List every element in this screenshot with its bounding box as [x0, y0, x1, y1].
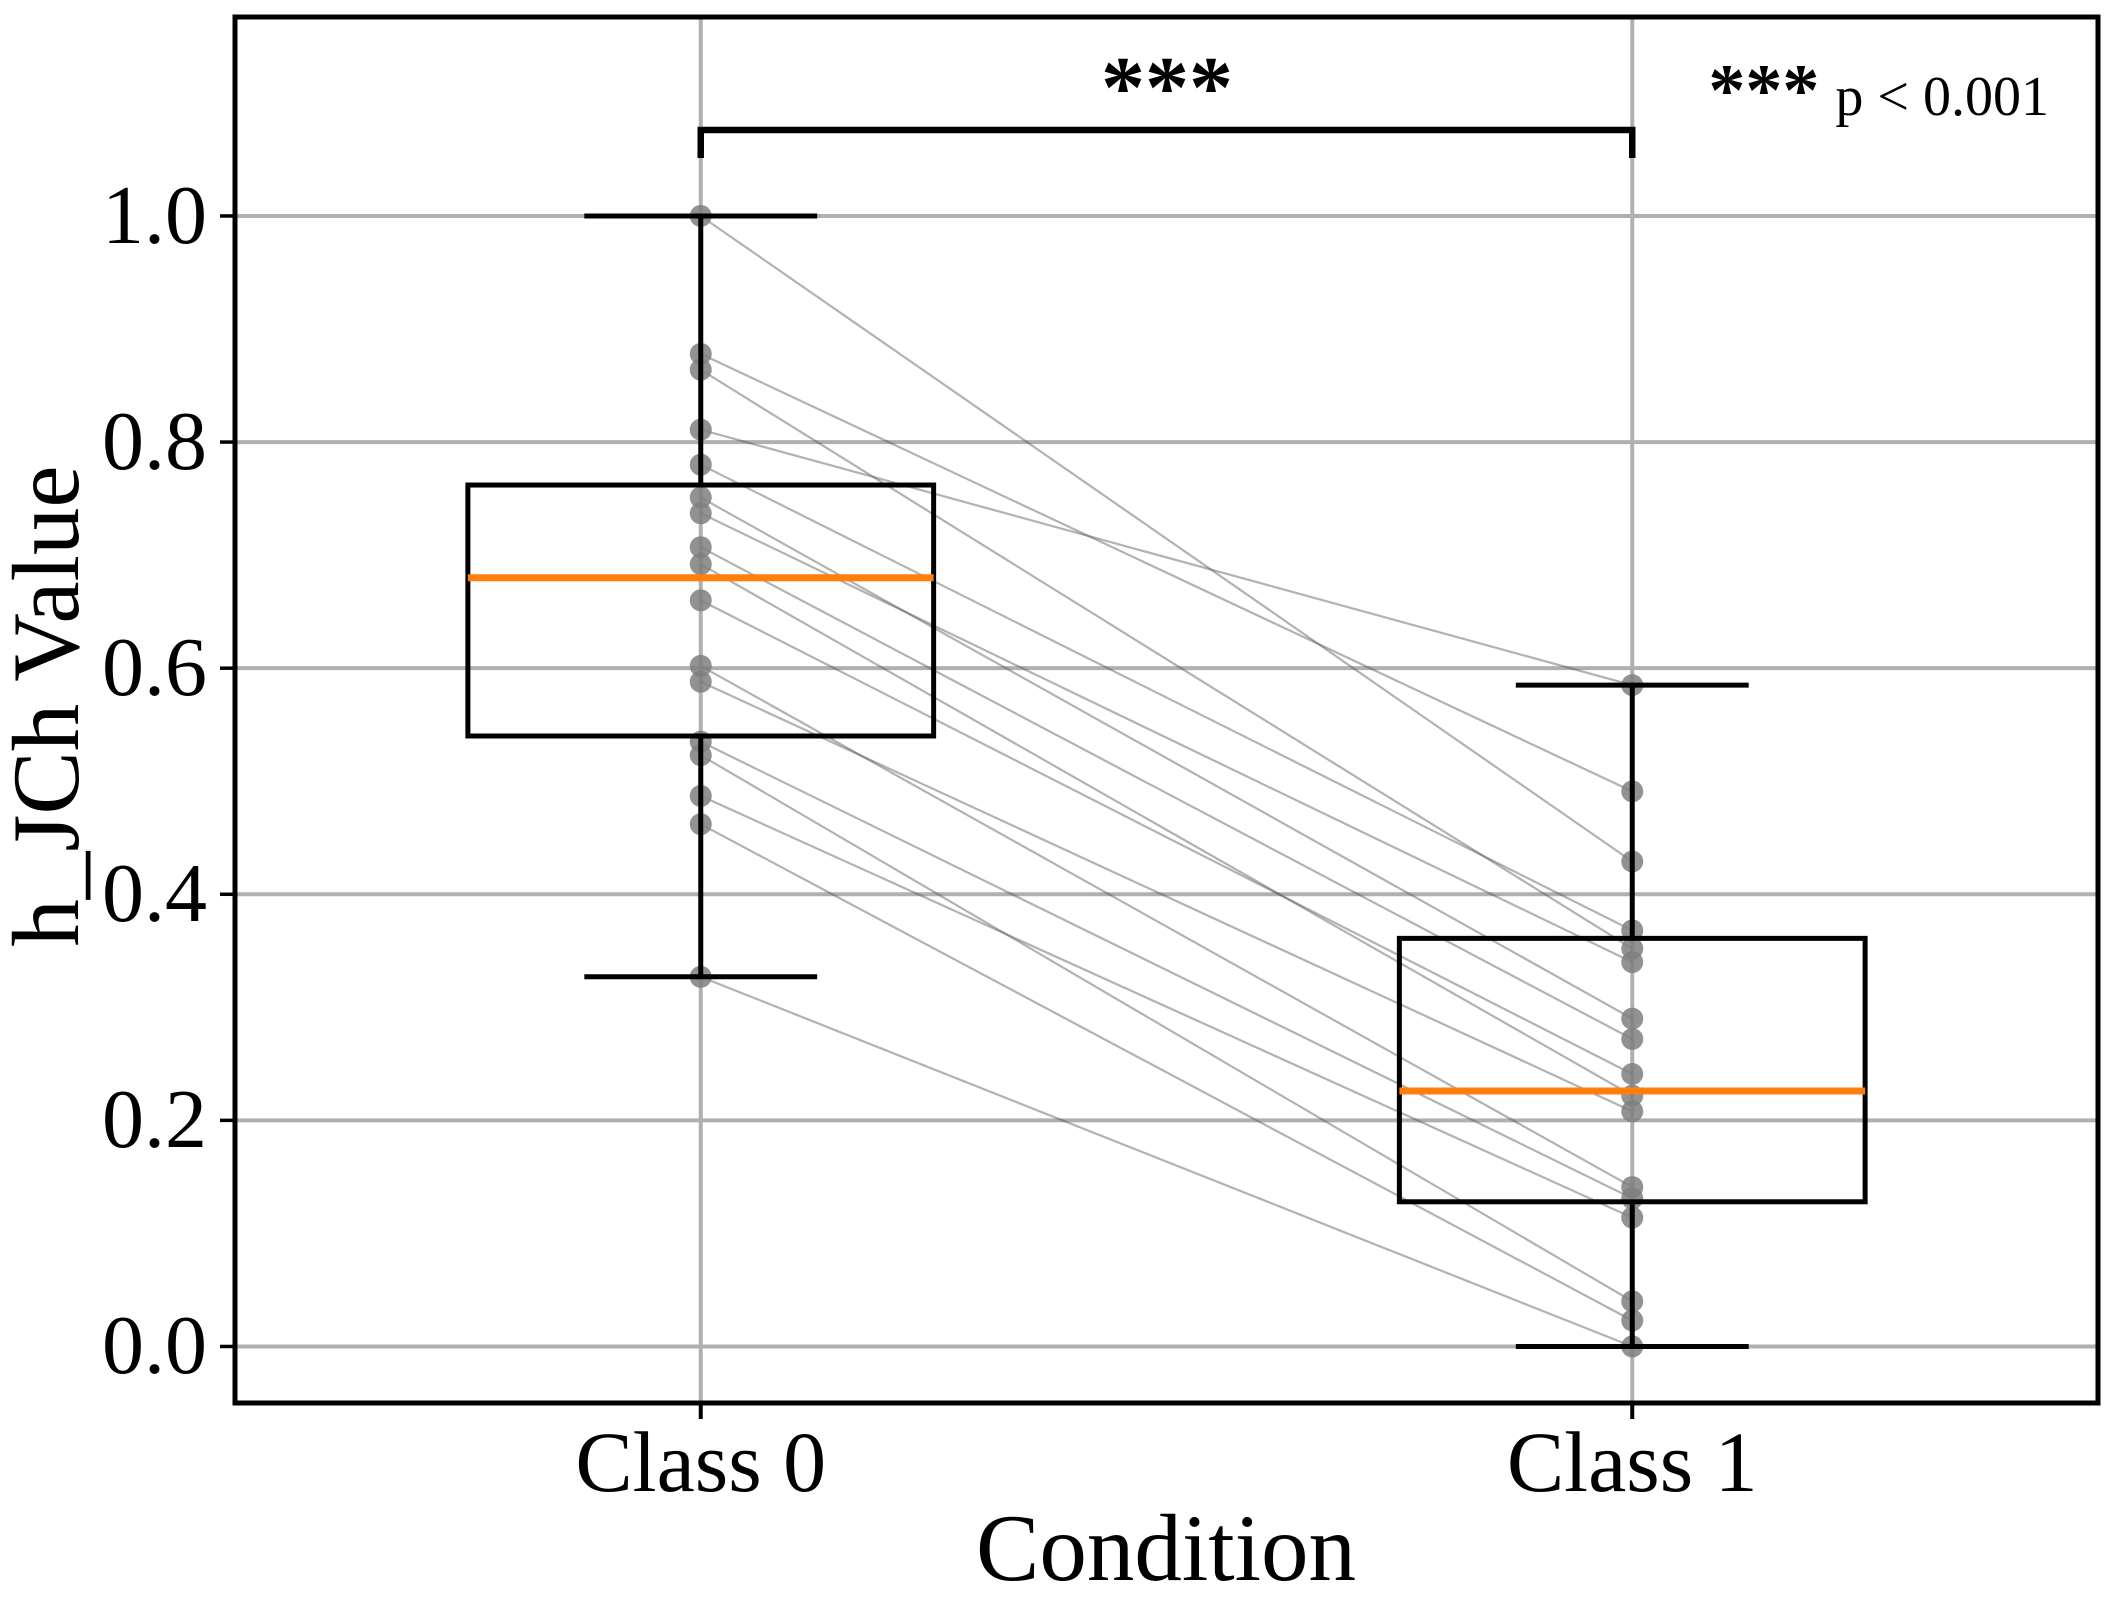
data-point-class-0 [689, 589, 712, 612]
x-axis-label: Condition [975, 1495, 1357, 1598]
pair-line [700, 823, 1633, 1322]
pair-line [700, 428, 1633, 687]
data-point-class-0 [689, 502, 712, 525]
data-point-class-1 [1621, 1007, 1644, 1030]
pair-line [700, 740, 1633, 1200]
pair-line [700, 563, 1633, 1097]
pair-line [700, 664, 1633, 1189]
pair-line [700, 754, 1633, 1303]
pair-line [700, 599, 1633, 1076]
data-point-class-1 [1621, 1027, 1644, 1050]
legend-stars: *** [1708, 50, 1820, 132]
pair-line [700, 512, 1633, 964]
data-point-class-0 [689, 536, 712, 559]
y-tick-label-1.0: 1.0 [102, 168, 207, 262]
box-0 [465, 482, 937, 739]
pair-line [700, 975, 1633, 1348]
x-tick-label-class-0: Class 0 [575, 1414, 827, 1510]
pair-line [700, 463, 1633, 932]
pair-line [700, 496, 1633, 1020]
y-tick-label-0.4: 0.4 [102, 847, 207, 941]
data-point-class-1 [1621, 1063, 1644, 1086]
box-1 [1396, 935, 1868, 1205]
x-tick-label-class-1: Class 1 [1506, 1414, 1758, 1510]
y-tick-label-0.0: 0.0 [102, 1299, 207, 1393]
pair-line [700, 546, 1633, 1040]
significance-legend: *** p < 0.001 [1708, 54, 2049, 128]
y-tick-label-0.6: 0.6 [102, 621, 207, 715]
data-point-class-0 [689, 670, 712, 693]
data-point-class-0 [689, 486, 712, 509]
y-tick-label-0.8: 0.8 [102, 395, 207, 489]
pair-line [700, 215, 1633, 863]
pair-line [700, 352, 1633, 793]
data-point-class-0 [689, 654, 712, 677]
data-point-class-1 [1621, 951, 1644, 974]
legend-p-value: p < 0.001 [1835, 66, 2049, 128]
pair-line [700, 680, 1633, 1113]
y-tick-label-0.2: 0.2 [102, 1073, 207, 1167]
data-point-class-1 [1621, 1100, 1644, 1123]
plot-border [232, 14, 2101, 1406]
data-point-class-0 [689, 553, 712, 576]
pair-line [700, 368, 1633, 950]
pair-line [700, 794, 1633, 1219]
significance-bracket [697, 126, 1636, 158]
significance-stars: *** [1101, 40, 1233, 137]
